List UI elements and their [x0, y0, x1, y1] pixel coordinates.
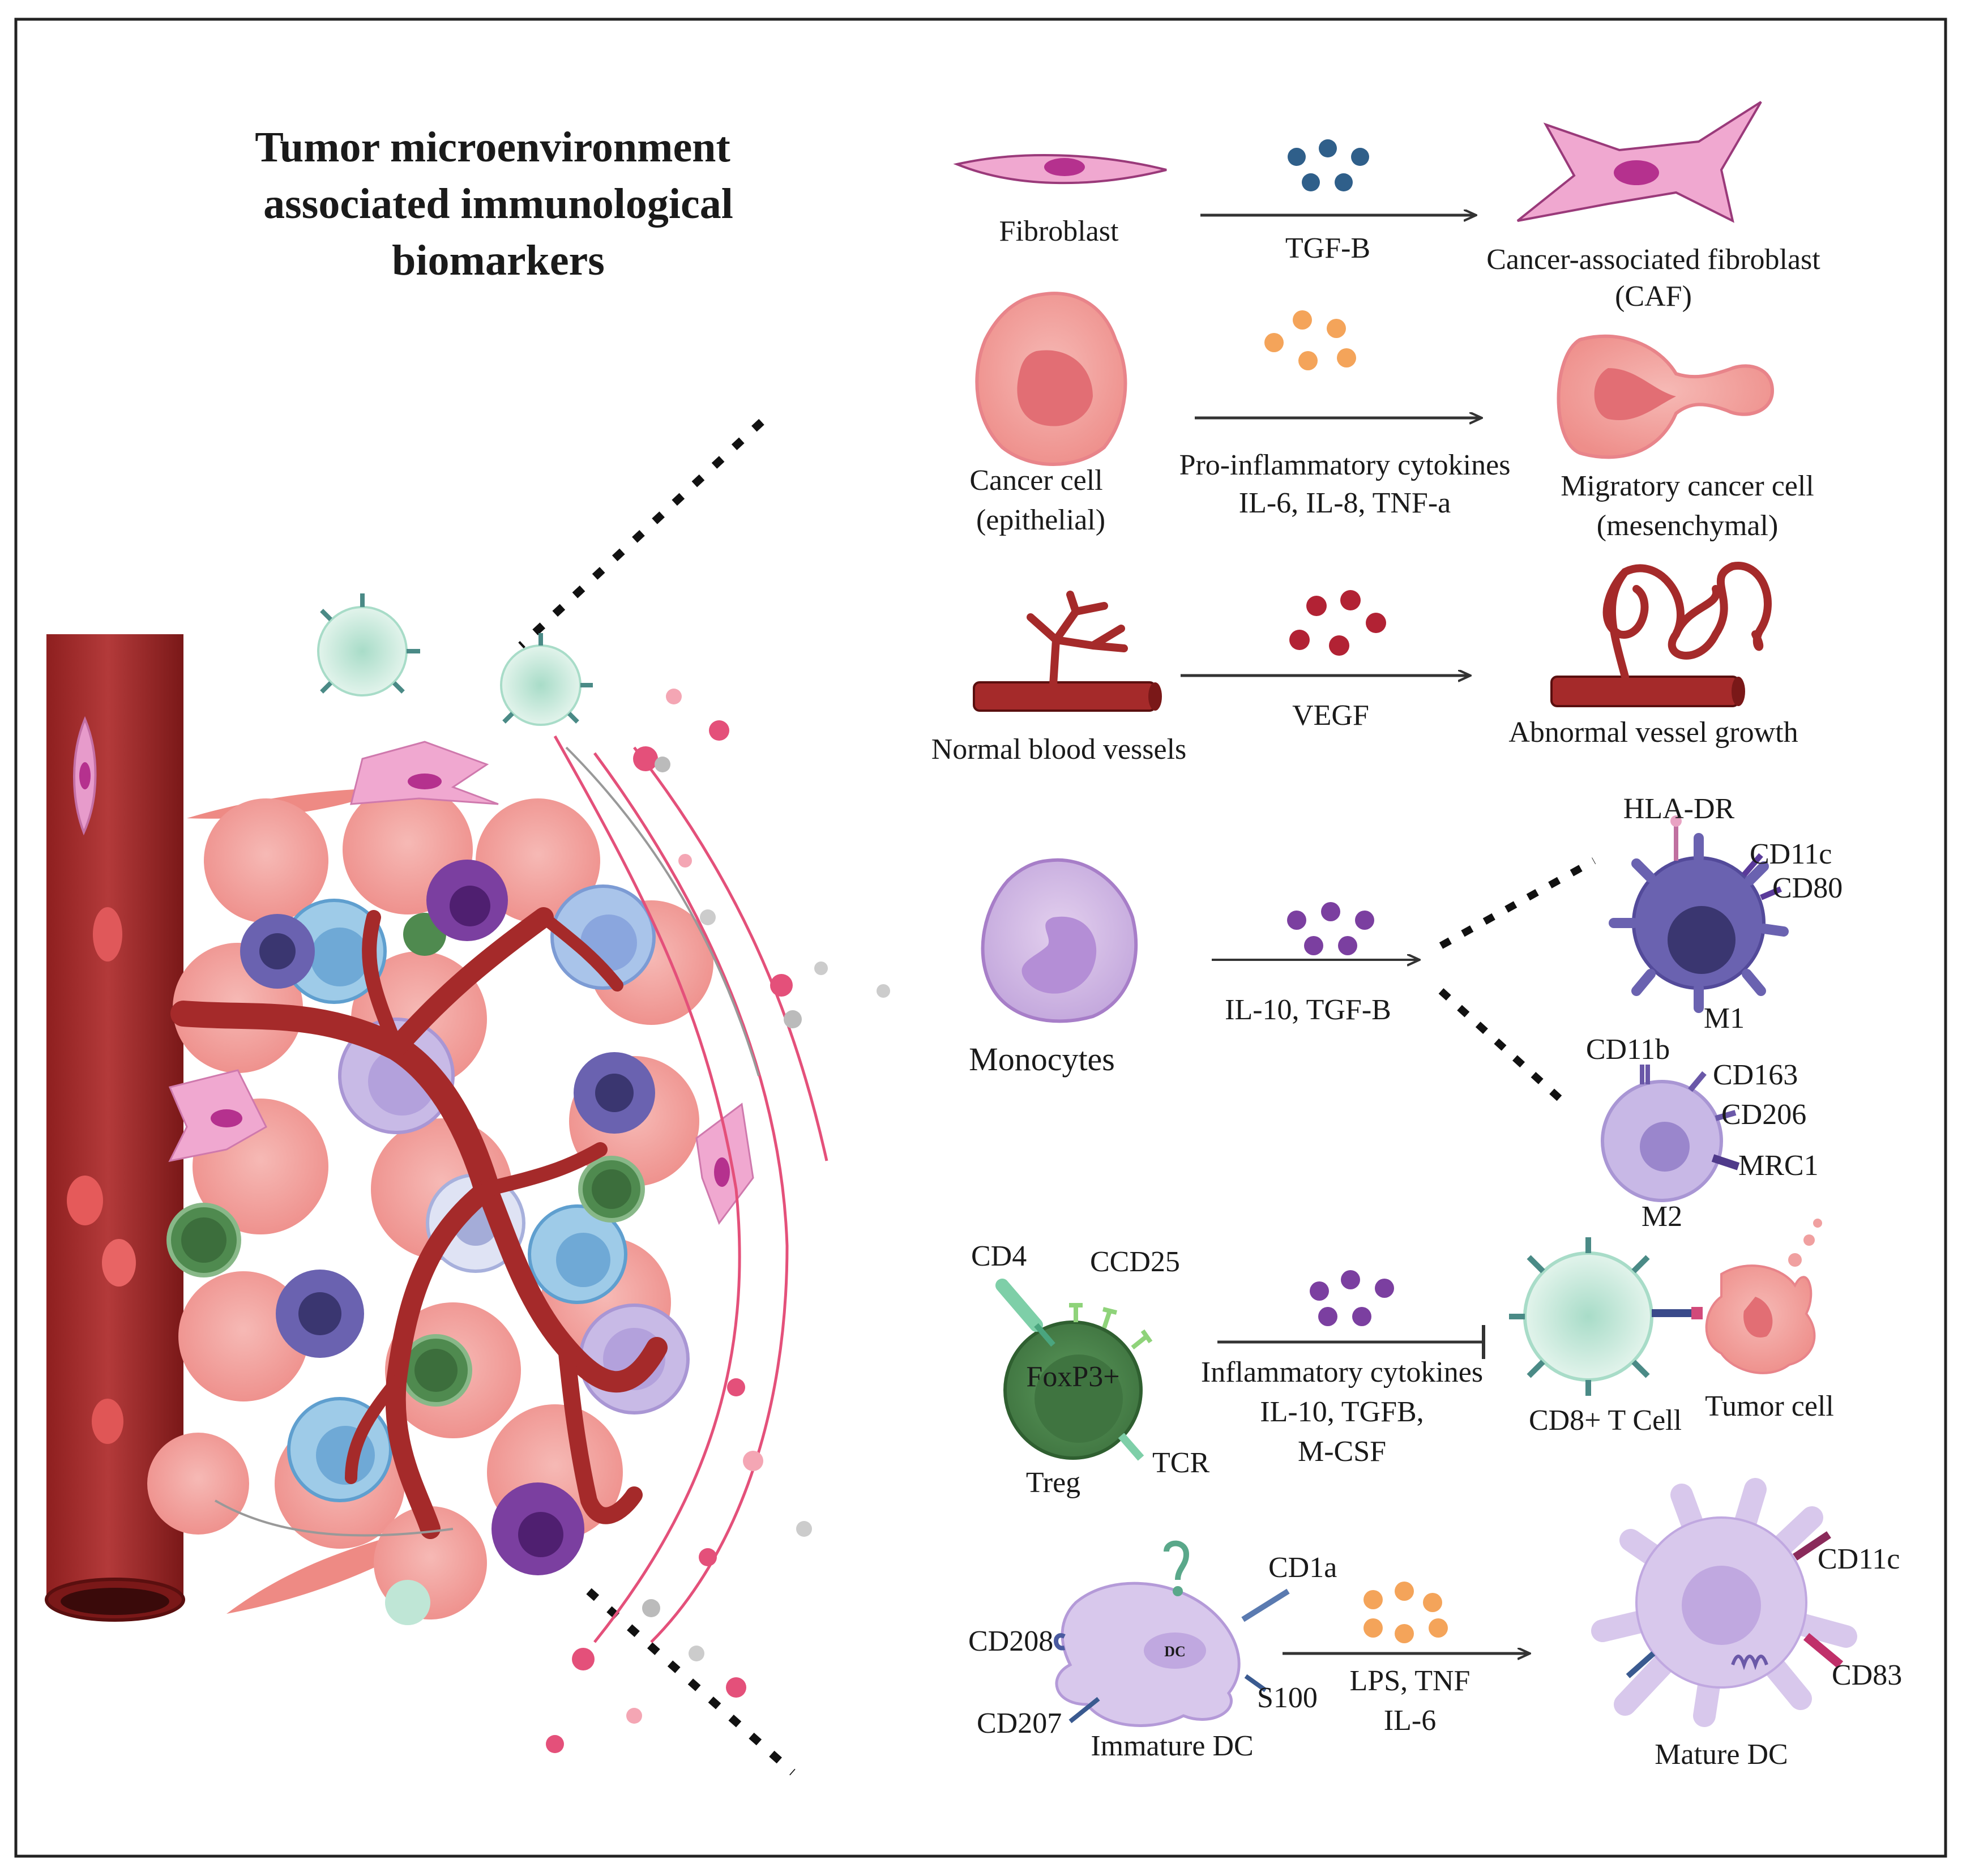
- monocytes-label: Monocytes: [969, 1041, 1115, 1078]
- immature-dc-icon: [1054, 1540, 1290, 1727]
- caf-icon: [1516, 101, 1762, 223]
- tumor-vessel-branches: [170, 907, 668, 1539]
- immature-dc-label: Immature DC: [1091, 1730, 1253, 1762]
- migratory-label-1: Migratory cancer cell: [1561, 470, 1814, 502]
- m1-dotted-line: [1439, 857, 1596, 949]
- il-10-dots: [1287, 902, 1374, 955]
- blood-vessel-icon: [45, 634, 185, 1622]
- inflammatory-label-2: IL-10, TGFB,: [1260, 1396, 1424, 1428]
- monocyte-icon: [981, 858, 1138, 1023]
- zoom-line-lower: [586, 1588, 796, 1776]
- m2-label: M2: [1642, 1200, 1682, 1233]
- cd8-t-cell-label: CD8+ T Cell: [1529, 1404, 1682, 1437]
- mature-dc-marker-cd11c: CD11c: [1818, 1543, 1900, 1575]
- mature-dc-marker-cd83: CD83: [1832, 1659, 1902, 1691]
- figure-frame: [14, 18, 1947, 1858]
- mature-dc-label: Mature DC: [1655, 1738, 1788, 1771]
- inflammatory-label-1: Inflammatory cytokines: [1201, 1356, 1483, 1388]
- vegf-label: VEGF: [1292, 699, 1369, 732]
- normal-vessel-icon: [973, 591, 1162, 712]
- treg-marker-tcr: TCR: [1152, 1447, 1209, 1479]
- abnormal-vessel-icon: [1550, 562, 1772, 707]
- tumor-cell-label: Tumor cell: [1705, 1390, 1834, 1422]
- dc-marker-cd207: CD207: [977, 1707, 1062, 1740]
- title-line-3: biomarkers: [392, 237, 605, 284]
- cancer-cell-icon: [975, 292, 1127, 466]
- lps-dots: [1363, 1582, 1448, 1643]
- m2-marker-cd163: CD163: [1713, 1059, 1798, 1091]
- t-cell-icon: [500, 633, 593, 726]
- inflammatory-cytokine-dots: [1310, 1270, 1394, 1326]
- dendritic-cell-icon: [240, 914, 655, 1358]
- treg-marker-ccd25: CCD25: [1090, 1246, 1180, 1278]
- lps-label-2: IL-6: [1384, 1704, 1436, 1737]
- tgf-b-dots: [1288, 139, 1369, 191]
- treg-cell-icon: [995, 1279, 1153, 1461]
- tumor-cell-icon: [1705, 1219, 1822, 1374]
- cancer-row: Cancer cell (epithelial) Pro-inflammator…: [969, 292, 1814, 542]
- m1-marker-cd80: CD80: [1772, 872, 1843, 904]
- treg-label: Treg: [1026, 1467, 1080, 1499]
- title-line-2: associated immunological: [263, 180, 733, 228]
- normal-vessel-label: Normal blood vessels: [931, 733, 1187, 766]
- dc-row: DC CD1a CD208 S100 CD207 Immature DC LPS…: [968, 1478, 1902, 1771]
- zoom-line-upper: [518, 418, 764, 649]
- m1-label: M1: [1704, 1002, 1745, 1035]
- m1-marker-cd11c: CD11c: [1750, 838, 1832, 870]
- monocyte-row: Monocytes IL-10, TGF-B: [969, 793, 1843, 1233]
- t-cell-icon: [166, 1203, 241, 1277]
- m1-marker-hla-dr: HLA-DR: [1623, 793, 1735, 825]
- tgf-b-label: TGF-B: [1285, 232, 1370, 264]
- il-10-label: IL-10, TGF-B: [1225, 994, 1391, 1026]
- treg-row: CD4 CCD25 FoxP3+ TCR Treg Inflammatory c…: [971, 1219, 1834, 1499]
- m2-marker-cd206: CD206: [1721, 1099, 1806, 1131]
- pro-inflammatory-label-2: IL-6, IL-8, TNF-a: [1239, 487, 1451, 519]
- ecm-fibers-grey: [214, 746, 760, 1537]
- caf-label-1: Cancer-associated fibroblast: [1486, 243, 1820, 276]
- t-cell-icon: [317, 593, 420, 696]
- fibroblast-row: Fibroblast TGF-B Cancer-associated fibro…: [953, 101, 1820, 313]
- m2-marker-mrc1: MRC1: [1738, 1149, 1819, 1182]
- secreted-particles: [546, 689, 890, 1753]
- ecm-fibers: [553, 735, 828, 1643]
- b-cell-icon: [528, 1204, 627, 1304]
- mature-dc-icon: [1591, 1478, 1857, 1727]
- pro-inflammatory-label-1: Pro-inflammatory cytokines: [1179, 449, 1511, 481]
- t-cell-icon: [578, 1156, 645, 1223]
- dc-marker-s100: S100: [1257, 1682, 1318, 1714]
- migratory-label-2: (mesenchymal): [1597, 510, 1779, 542]
- abnormal-vessel-label: Abnormal vessel growth: [1508, 716, 1798, 749]
- cancer-cell-label-2: (epithelial): [976, 504, 1105, 536]
- m1-macrophage-icon: [1609, 815, 1789, 1013]
- title-line-1: Tumor microenvironment: [255, 123, 730, 171]
- t-cell-icon: [385, 1580, 430, 1625]
- t-cell-icon: [400, 1334, 472, 1407]
- m2-marker-cd11b: CD11b: [1586, 1033, 1670, 1066]
- dc-marker-cd1a: CD1a: [1268, 1552, 1337, 1584]
- pro-inflammatory-dots: [1264, 310, 1356, 370]
- fibroblast-label: Fibroblast: [999, 215, 1119, 247]
- m2-macrophage-icon: [1601, 1065, 1740, 1202]
- lps-label-1: LPS, TNF: [1350, 1665, 1471, 1697]
- inflammatory-label-3: M-CSF: [1298, 1435, 1386, 1468]
- treg-marker-cd4: CD4: [971, 1240, 1027, 1272]
- vessel-row: Normal blood vessels VEGF Abnormal vesse…: [931, 562, 1798, 766]
- migratory-cancer-cell-icon: [1557, 334, 1775, 459]
- vegf-dots: [1289, 590, 1386, 656]
- dendritic-cell-icon: [426, 860, 584, 1575]
- treg-nucleus-label: FoxP3+: [1026, 1361, 1119, 1393]
- m2-dotted-line: [1438, 988, 1566, 1104]
- cd8-t-cell-icon: [1509, 1237, 1703, 1396]
- tumor-microenvironment-illustration: [45, 418, 890, 1776]
- cancer-cell-label-1: Cancer cell: [969, 464, 1102, 497]
- caf-label-2: (CAF): [1615, 280, 1692, 313]
- macrophage-icon: [579, 1304, 690, 1415]
- dc-core-label: DC: [1164, 1643, 1186, 1660]
- dc-marker-cd208: CD208: [968, 1625, 1053, 1657]
- fibroblast-icon: [953, 154, 1167, 185]
